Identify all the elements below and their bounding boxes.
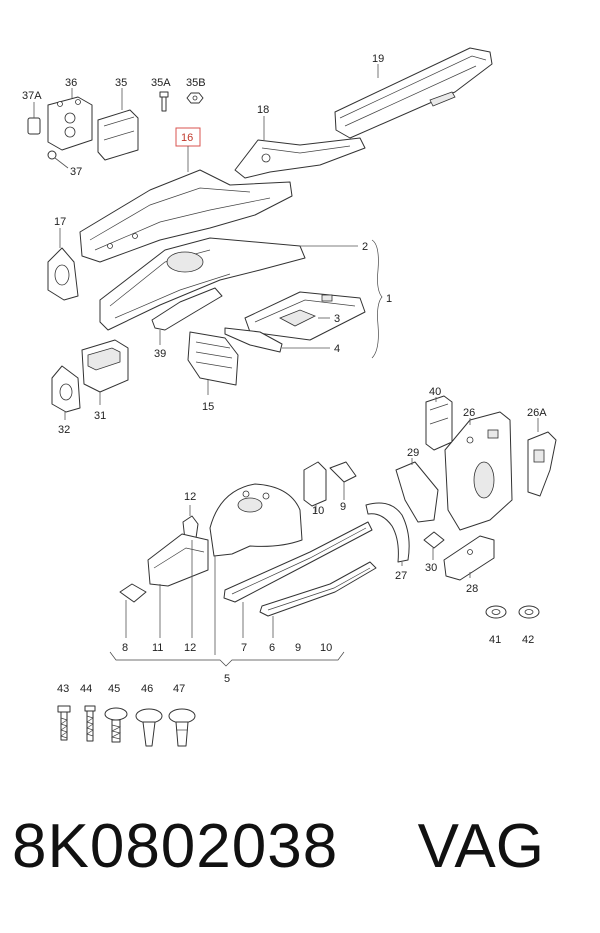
part-9-bracket: [329, 461, 357, 483]
part-26-inner-panel: [444, 411, 513, 531]
callout-39: 39: [154, 348, 166, 360]
part-15-reinforcement: [187, 331, 239, 386]
callout-42: 42: [522, 634, 534, 646]
part-number: 8K0802038: [12, 812, 339, 881]
part-36-mount-block: [47, 96, 93, 151]
callout-15: 15: [202, 401, 214, 413]
callout-16: 16: [181, 132, 193, 144]
part-35-bracket: [97, 109, 139, 161]
part-11-longitudinal: [147, 533, 209, 587]
part-28-bracket: [443, 535, 495, 581]
callout-10-top: 10: [312, 505, 324, 517]
callout-26a: 26A: [527, 407, 547, 419]
part-8-plate: [119, 583, 147, 603]
callout-9-top: 9: [340, 501, 346, 513]
callout-30: 30: [425, 562, 437, 574]
callout-17: 17: [54, 216, 66, 228]
part-40-bracket: [425, 395, 453, 451]
callout-2: 2: [362, 241, 368, 253]
part-45-screw: [104, 707, 128, 743]
part-31-bracket: [81, 339, 129, 393]
callout-29: 29: [407, 447, 419, 459]
callout-37a: 37A: [22, 90, 42, 102]
part-17-plate: [47, 247, 79, 301]
caption-bar: 8K0802038 VAG: [0, 812, 600, 912]
part-strut-tower: [209, 483, 303, 557]
part-43-bolt: [57, 705, 71, 741]
part-37a-clip: [27, 117, 41, 135]
callout-41: 41: [489, 634, 501, 646]
callout-40: 40: [429, 386, 441, 398]
part-30-plate: [423, 531, 445, 549]
part-7-rail: [223, 521, 373, 603]
callout-8: 8: [122, 642, 128, 654]
part-3-floor-panel: [244, 291, 366, 341]
part-42-grommet: [518, 605, 540, 619]
callout-35a: 35A: [151, 77, 171, 89]
part-2-floor-pan-front: [99, 237, 306, 331]
callout-32: 32: [58, 424, 70, 436]
callout-5: 5: [224, 673, 230, 685]
part-47-clip: [168, 708, 196, 747]
part-4-crossmember: [224, 327, 283, 353]
part-27-wheelhouse: [365, 502, 410, 563]
callout-1: 1: [386, 293, 392, 305]
callout-3: 3: [334, 313, 340, 325]
part-18-sill-section: [234, 137, 366, 179]
callout-35: 35: [115, 77, 127, 89]
callout-12-top: 12: [184, 491, 196, 503]
callout-46: 46: [141, 683, 153, 695]
callout-36: 36: [65, 77, 77, 89]
part-10-bracket: [303, 461, 327, 507]
part-26a-pillar: [527, 431, 557, 497]
callout-26: 26: [463, 407, 475, 419]
callout-45: 45: [108, 683, 120, 695]
callout-43: 43: [57, 683, 69, 695]
callout-44: 44: [80, 683, 92, 695]
part-32-plate: [51, 365, 81, 413]
callout-27: 27: [395, 570, 407, 582]
callout-28: 28: [466, 583, 478, 595]
callout-31: 31: [94, 410, 106, 422]
callout-12-bottom: 12: [184, 642, 196, 654]
part-46-clip: [135, 708, 163, 747]
callout-47: 47: [173, 683, 185, 695]
callout-37: 37: [70, 166, 82, 178]
part-29-wheelhouse-bracket: [395, 461, 439, 523]
part-39-panel: [151, 287, 223, 331]
callout-7: 7: [241, 642, 247, 654]
callout-9-bottom: 9: [295, 642, 301, 654]
part-6-rail: [259, 561, 377, 617]
part-35a-bolt: [159, 91, 169, 112]
callout-18: 18: [257, 104, 269, 116]
part-16-longitudinal-member: [79, 169, 293, 263]
callout-19: 19: [372, 53, 384, 65]
parts-diagram: 19 18 16: [22, 47, 557, 747]
part-37-screw: [47, 150, 57, 160]
part-41-grommet: [485, 605, 507, 619]
callout-35b: 35B: [186, 77, 206, 89]
part-35b-nut: [186, 92, 204, 104]
part-44-bolt: [84, 705, 96, 742]
part-19-sill-rail: [334, 47, 493, 139]
callout-11: 11: [152, 642, 163, 654]
callout-4: 4: [334, 343, 340, 355]
callout-10-bottom: 10: [320, 642, 332, 654]
brand-name: VAG: [417, 812, 544, 881]
callout-6: 6: [269, 642, 275, 654]
